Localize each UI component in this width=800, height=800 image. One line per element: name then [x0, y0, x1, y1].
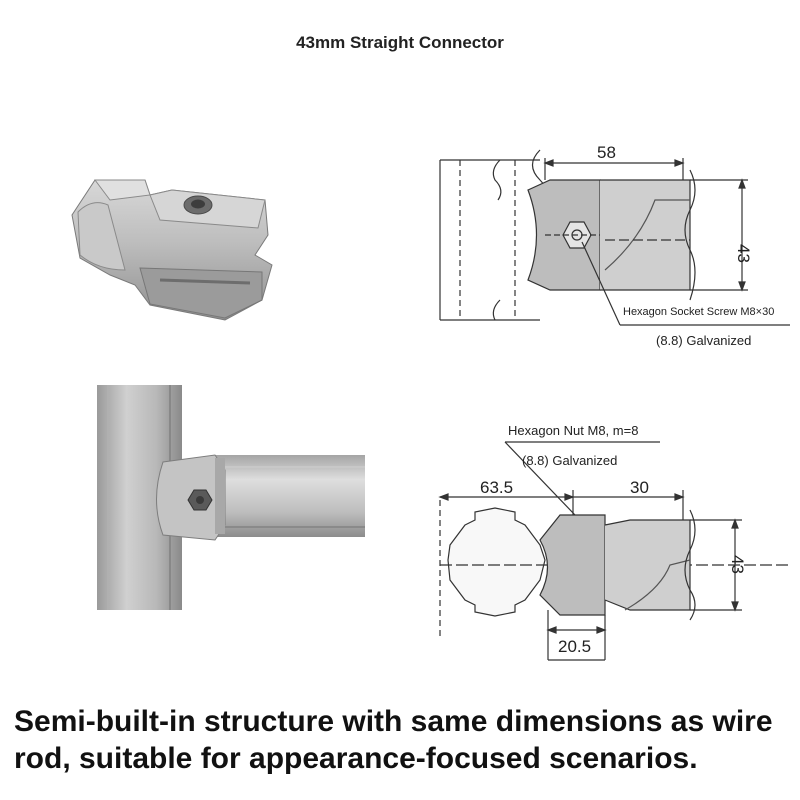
caption-line2: rod, suitable for appearance-focused sce… [14, 742, 698, 775]
screw-callout-line1: Hexagon Socket Screw M8×30 [623, 306, 774, 318]
connector-render [71, 179, 273, 321]
caption: Semi-built-in structure with same dimens… [14, 703, 794, 777]
screw-callout-line2: (8.8) Galvanized [656, 333, 751, 348]
dim-right-label: 30 [630, 478, 649, 497]
dim-height-label-bottom: 43 [728, 555, 747, 574]
nut-callout-line1: Hexagon Nut M8, m=8 [508, 423, 638, 438]
bottom-technical-drawing [438, 441, 790, 661]
top-technical-drawing [439, 149, 790, 326]
page-title: 43mm Straight Connector [296, 33, 504, 52]
tube-assembly-photo [97, 385, 365, 610]
dim-width-label: 58 [597, 143, 616, 162]
caption-line1: Semi-built-in structure with same dimens… [14, 705, 773, 738]
nut-callout-line2: (8.8) Galvanized [522, 453, 617, 468]
dim-bottom-label: 20.5 [558, 637, 591, 656]
dim-left-label: 63.5 [480, 478, 513, 497]
dim-height-label: 43 [734, 244, 753, 263]
